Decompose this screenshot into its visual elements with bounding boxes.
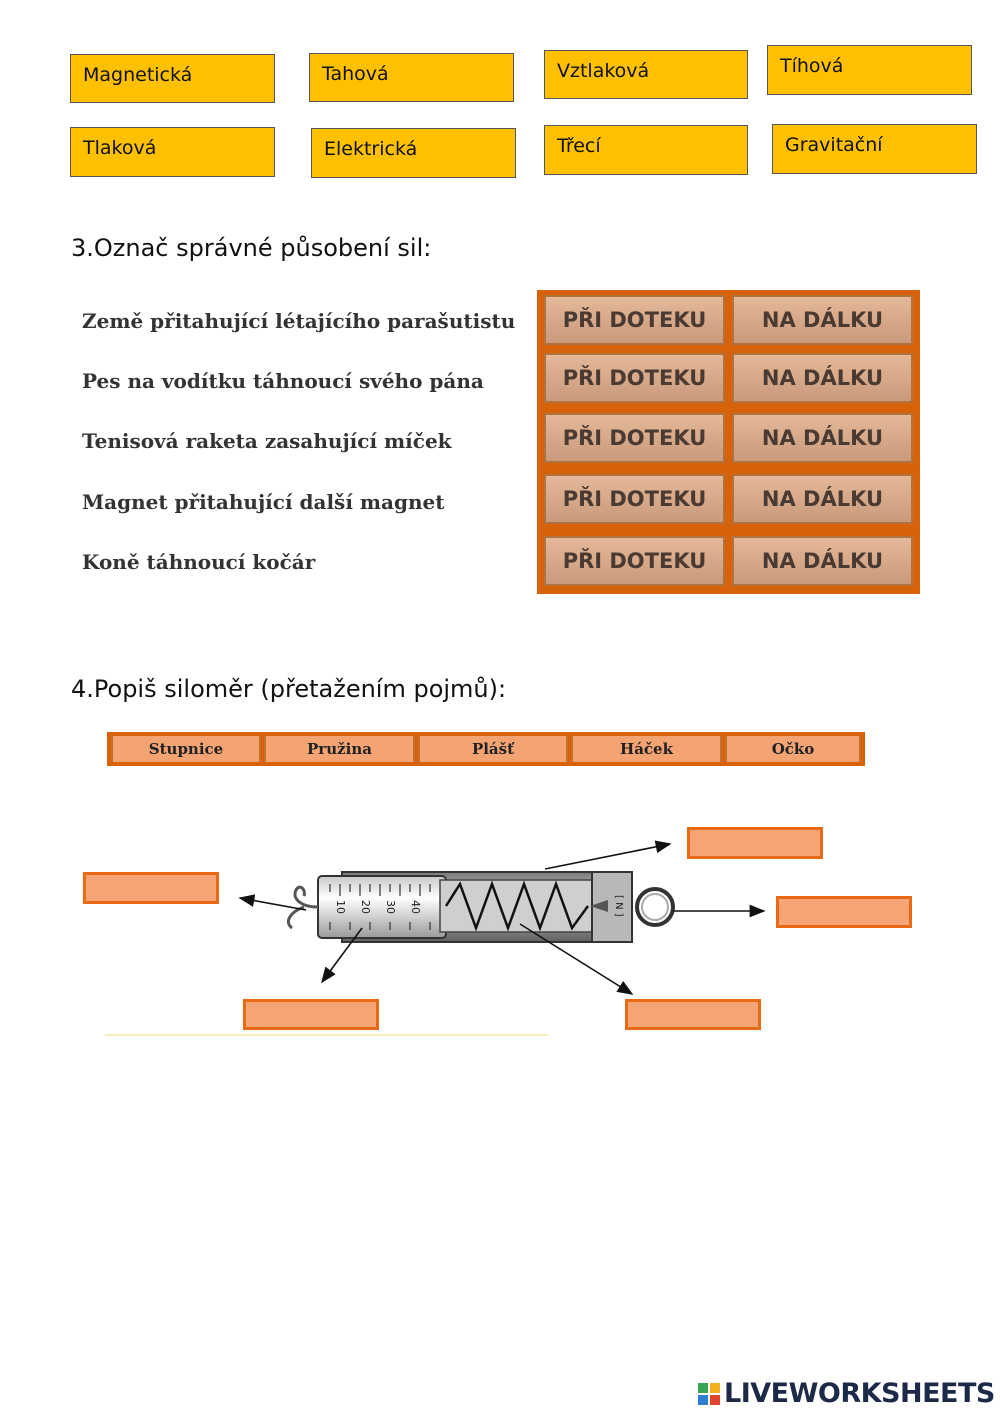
section4-heading: 4.Popiš siloměr (přetažením pojmů): — [71, 675, 507, 703]
option-distance-4[interactable]: NA DÁLKU — [732, 474, 913, 524]
brand-wordmark: LIVEWORKSHEETS — [724, 1378, 995, 1409]
force-tile-magneticka[interactable]: Magnetická — [70, 54, 275, 103]
drop-zone-left[interactable] — [83, 872, 219, 904]
drop-zone-right[interactable] — [776, 896, 912, 928]
term-pruzina[interactable]: Pružina — [264, 736, 415, 762]
statement-1: Země přitahující létajícího parašutistu — [82, 309, 516, 333]
option-distance-1[interactable]: NA DÁLKU — [732, 295, 913, 345]
option-distance-2[interactable]: NA DÁLKU — [732, 353, 913, 403]
drop-zone-bottom-right[interactable] — [625, 999, 761, 1030]
scale-mark-30: 30 — [384, 900, 397, 914]
force-tile-gravitacni[interactable]: Gravitační — [772, 124, 977, 174]
scale-mark-20: 20 — [359, 900, 372, 914]
option-contact-1[interactable]: PŘI DOTEKU — [544, 295, 725, 345]
force-tile-tihova[interactable]: Tíhová — [767, 45, 972, 95]
spring-scale-diagram: 10 20 30 40 [ N ] — [105, 840, 766, 1036]
statement-5: Koně táhnoucí kočár — [82, 550, 316, 574]
option-contact-3[interactable]: PŘI DOTEKU — [544, 413, 725, 463]
force-tile-treci[interactable]: Třecí — [544, 125, 748, 175]
force-tile-elektricka[interactable]: Elektrická — [311, 128, 516, 178]
section3-heading: 3.Označ správné působení sil: — [71, 234, 432, 262]
option-contact-5[interactable]: PŘI DOTEKU — [544, 536, 725, 586]
liveworksheets-logo-icon — [698, 1383, 720, 1405]
drop-zone-bottom-left[interactable] — [243, 999, 379, 1030]
term-hacek[interactable]: Háček — [571, 736, 722, 762]
answer-grid: PŘI DOTEKU NA DÁLKU PŘI DOTEKU NA DÁLKU … — [537, 290, 920, 594]
force-tile-tlakova[interactable]: Tlaková — [70, 127, 275, 177]
option-distance-5[interactable]: NA DÁLKU — [732, 536, 913, 586]
force-tile-tahova[interactable]: Tahová — [309, 53, 514, 102]
scale-mark-40: 40 — [409, 900, 422, 914]
statement-3: Tenisová raketa zasahující míček — [82, 429, 452, 453]
drop-zone-top-right[interactable] — [687, 827, 823, 859]
force-tile-vztlakova[interactable]: Vztlaková — [544, 50, 748, 99]
term-stupnice[interactable]: Stupnice — [111, 736, 261, 762]
unit-label: [ N ] — [613, 895, 624, 917]
option-contact-2[interactable]: PŘI DOTEKU — [544, 353, 725, 403]
statement-4: Magnet přitahující další magnet — [82, 490, 445, 514]
term-bank: Stupnice Pružina Plášť Háček Očko — [107, 732, 865, 766]
statement-2: Pes na vodítku táhnoucí svého pána — [82, 369, 484, 393]
term-plast[interactable]: Plášť — [418, 736, 568, 762]
option-contact-4[interactable]: PŘI DOTEKU — [544, 474, 725, 524]
scale-mark-10: 10 — [334, 900, 347, 914]
term-ocko[interactable]: Očko — [725, 736, 861, 762]
option-distance-3[interactable]: NA DÁLKU — [732, 413, 913, 463]
